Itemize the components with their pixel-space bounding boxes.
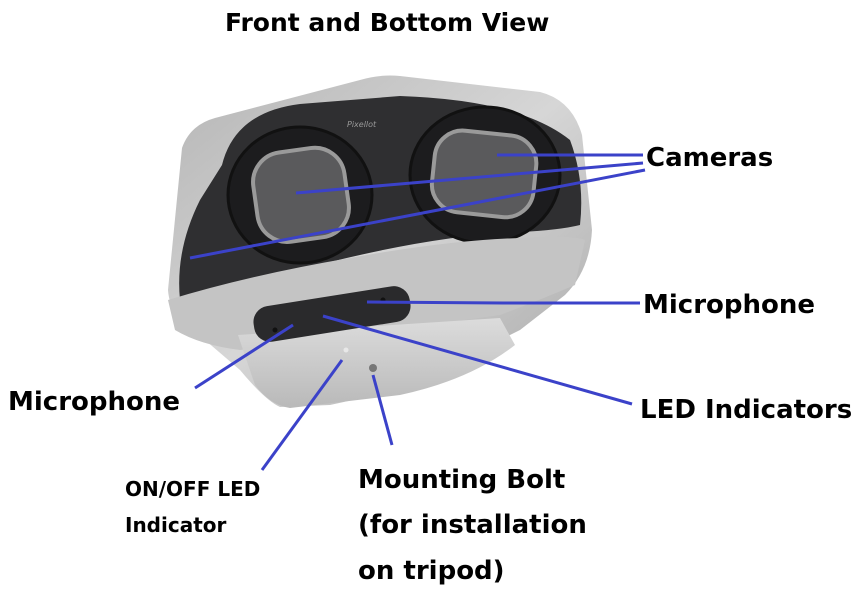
leader-lines: [189, 153, 646, 471]
label-bolt-line3: on tripod): [358, 556, 505, 586]
microphone-bar: [253, 286, 411, 342]
leader-led: [322, 314, 633, 406]
leader-microphone-left: [194, 323, 294, 390]
label-microphone-left: Microphone: [8, 387, 181, 417]
label-led-indicators: LED Indicators: [640, 395, 853, 425]
leader-onoff: [260, 359, 344, 471]
label-cameras: Cameras: [646, 143, 774, 173]
leader-camera-2: [295, 161, 644, 195]
bottom-box: [238, 318, 515, 408]
label-onoff-line2: Indicator: [125, 513, 227, 537]
right-camera: [408, 105, 562, 245]
leader-microphone-right: [366, 300, 640, 305]
diagram-title: Front and Bottom View: [225, 8, 550, 37]
onoff-led: [343, 347, 349, 353]
label-onoff-line1: ON/OFF LED: [125, 477, 261, 501]
label-microphone-right: Microphone: [643, 290, 816, 320]
mounting-bolt: [369, 364, 377, 372]
leader-camera-3: [189, 168, 646, 260]
label-bolt-line2: (for installation: [358, 510, 587, 540]
leader-bolt: [371, 374, 394, 446]
left-camera: [226, 125, 374, 265]
label-bolt-line1: Mounting Bolt: [358, 465, 566, 495]
brand-logo: Pixellot: [347, 120, 377, 129]
